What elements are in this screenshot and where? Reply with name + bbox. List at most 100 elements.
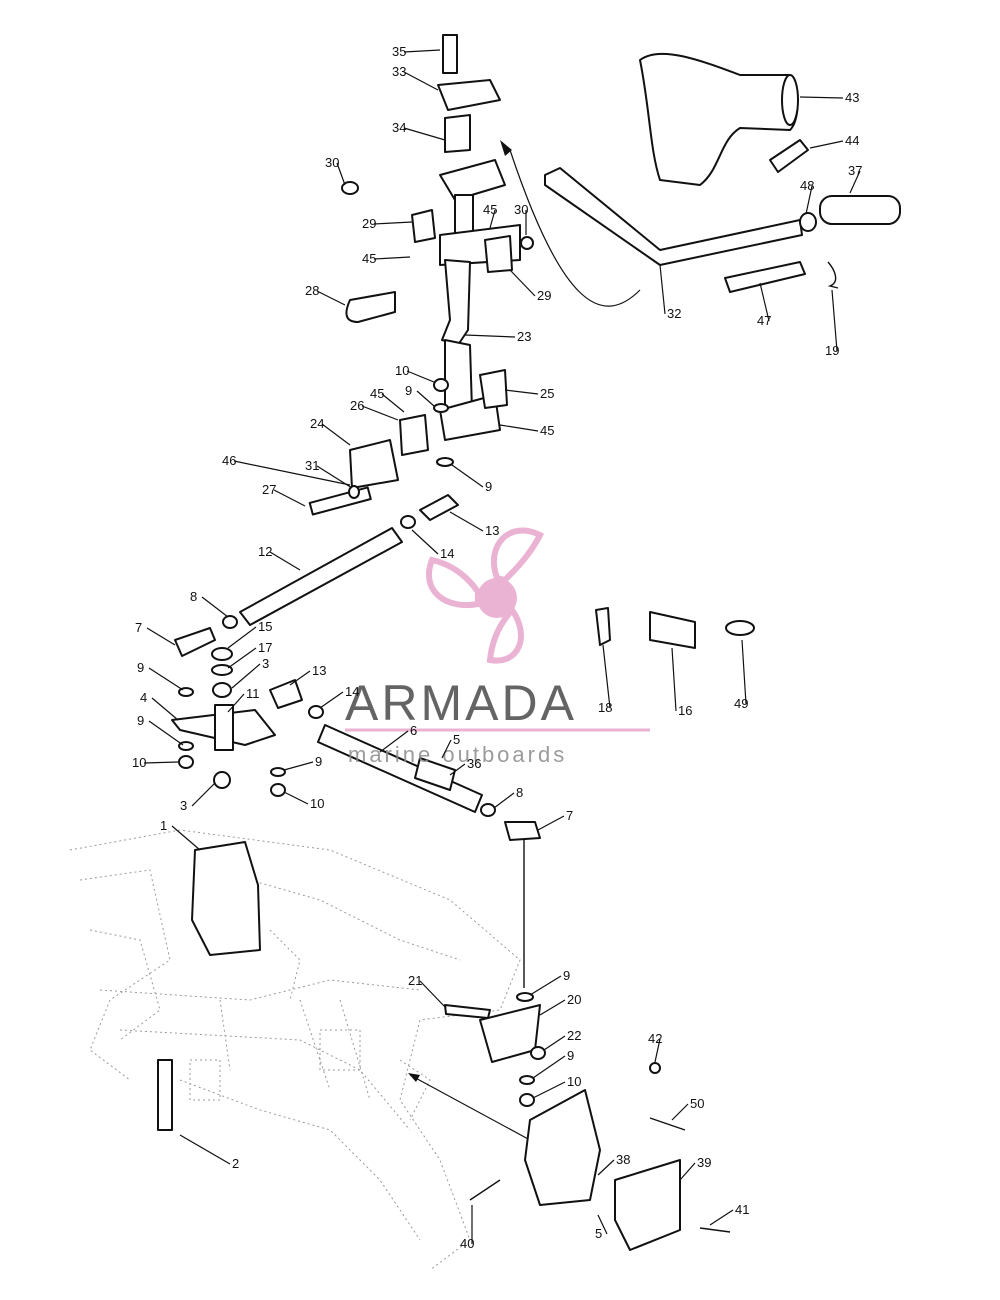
leader-line	[316, 290, 346, 306]
shift-rod-23	[441, 259, 471, 346]
part-number-label: 7	[566, 808, 573, 823]
leader-line	[805, 185, 813, 215]
screw-40	[469, 1179, 501, 1201]
grommet-42	[649, 1062, 661, 1074]
clip-29-right	[484, 235, 513, 273]
nut-10-low	[519, 1093, 535, 1107]
leader-line	[227, 626, 257, 649]
part-number-label: 26	[350, 398, 364, 413]
leader-line	[321, 423, 351, 446]
engine-block-ghost	[69, 829, 521, 1271]
leader-line	[451, 464, 484, 488]
screw-41	[699, 1227, 731, 1233]
part-number-label: 23	[517, 329, 531, 344]
propeller-hub-icon	[477, 578, 517, 618]
leader-line	[499, 424, 539, 432]
part-number-label: 30	[325, 155, 339, 170]
link-rod-12	[239, 527, 403, 626]
leader-line	[759, 282, 770, 322]
grip-ring	[799, 212, 817, 232]
sleeve-36	[414, 757, 456, 791]
leader-line	[379, 730, 409, 753]
part-number-label: 9	[137, 713, 144, 728]
part-number-label: 49	[734, 696, 748, 711]
nut-14-top	[400, 515, 416, 529]
part-number-label: 11	[246, 686, 260, 701]
leader-line	[441, 739, 452, 759]
leader-line	[403, 71, 439, 91]
leader-line	[597, 1159, 615, 1176]
brand-tagline: marine outboards	[348, 742, 567, 767]
leader-line	[831, 289, 838, 352]
hair-pin	[827, 261, 839, 289]
leader-line	[143, 761, 179, 764]
leader-line	[741, 639, 747, 705]
part-number-label: 15	[258, 619, 272, 634]
part-number-label: 14	[345, 684, 359, 699]
u-bolt-28	[345, 291, 396, 323]
leader-line	[849, 170, 861, 194]
leader-line	[227, 693, 245, 713]
nut-8-right	[480, 803, 496, 817]
part-number-label: 41	[735, 1202, 749, 1217]
part-number-label: 50	[690, 1096, 704, 1111]
part-number-label: 3	[180, 798, 187, 813]
nut-10-mid	[270, 783, 286, 797]
leader-line	[361, 405, 399, 421]
leader-line	[539, 999, 566, 1016]
leader-line	[464, 334, 516, 338]
part-number-label: 2	[232, 1156, 239, 1171]
nut-14-mid	[308, 705, 324, 719]
cable-tie-49	[725, 620, 755, 636]
clamp-24	[349, 439, 399, 489]
part-number-label: 10	[310, 796, 324, 811]
leader-line	[679, 1162, 696, 1181]
part-number-label: 40	[460, 1236, 474, 1251]
leader-line	[529, 975, 562, 996]
terminal-18	[595, 607, 611, 646]
part-number-label: 9	[485, 479, 492, 494]
leader-line	[227, 647, 257, 669]
washer-9-low	[516, 992, 534, 1002]
cable-route-arrowhead	[500, 140, 512, 156]
part-number-label: 10	[395, 363, 409, 378]
leader-line	[148, 667, 184, 691]
clip-34	[444, 114, 471, 153]
leader-line	[403, 127, 446, 141]
leader-line	[532, 1055, 566, 1079]
clip-29-left	[411, 209, 436, 243]
leader-line	[597, 1214, 608, 1235]
bolt-21	[444, 1004, 491, 1019]
leader-line	[148, 720, 184, 746]
leader-line	[319, 691, 344, 709]
part-number-label: 45	[362, 251, 376, 266]
part-number-label: 39	[697, 1155, 711, 1170]
part-number-label: 9	[315, 754, 322, 769]
part-number-label: 8	[516, 785, 523, 800]
nut-30-left	[341, 181, 359, 195]
leader-line	[809, 140, 844, 149]
rod-end-7-right	[504, 821, 541, 841]
grip-end-cap	[781, 74, 799, 126]
leader-line	[449, 763, 466, 776]
part-number-label: 3	[262, 656, 269, 671]
mount-arrowhead	[408, 1073, 420, 1082]
part-number-label: 45	[540, 423, 554, 438]
part-number-label: 42	[648, 1031, 662, 1046]
part-number-label: 34	[392, 120, 406, 135]
part-number-label: 32	[667, 306, 681, 321]
bushing-3-top	[212, 682, 232, 698]
top-bracket	[439, 159, 506, 201]
part-number-label: 5	[453, 732, 460, 747]
leader-line	[283, 761, 314, 771]
leader-line	[671, 647, 677, 712]
part-number-label: 31	[305, 458, 319, 473]
leader-line	[543, 1035, 566, 1051]
part-number-label: 21	[408, 973, 422, 988]
leader-line	[532, 1081, 566, 1099]
part-number-label: 36	[467, 756, 481, 771]
part-number-label: 43	[845, 90, 859, 105]
bolt-27	[308, 486, 372, 516]
